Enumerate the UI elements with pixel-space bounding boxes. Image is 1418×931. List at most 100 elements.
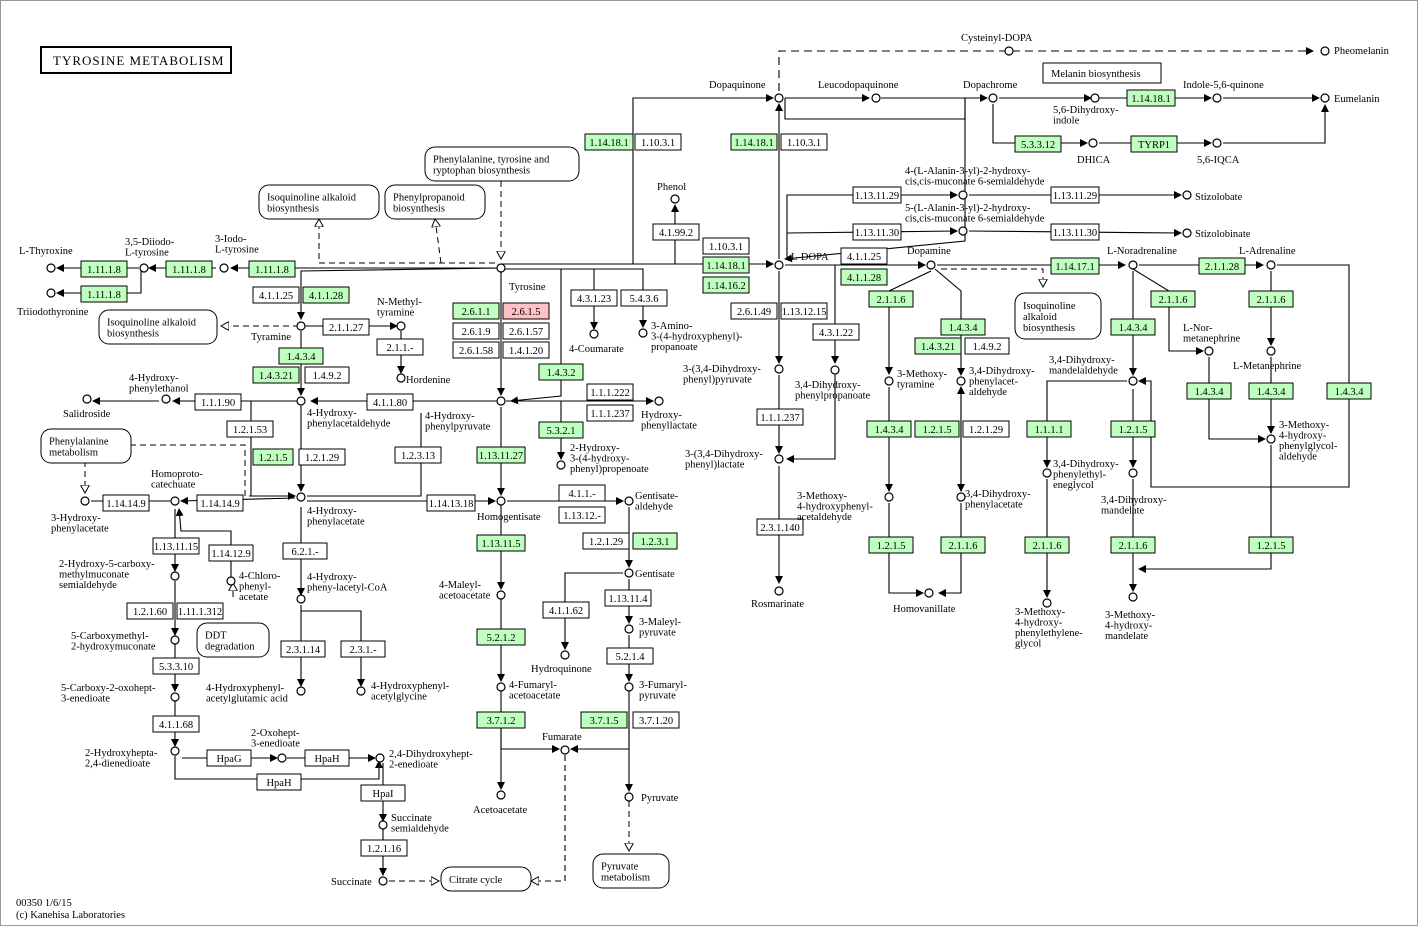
enzyme-box-e44[interactable]: HpaH xyxy=(304,749,350,767)
compound-node-succinate[interactable] xyxy=(378,876,388,886)
enzyme-box-e76[interactable]: 1.13.12.15 xyxy=(780,302,828,320)
compound-node-methoxytyramine[interactable] xyxy=(884,376,894,386)
compound-node-dhpp[interactable] xyxy=(774,364,784,374)
enzyme-box-e75[interactable]: 2.6.1.49 xyxy=(730,302,778,320)
compound-node-succ_semi[interactable] xyxy=(378,820,388,830)
enzyme-box-e17[interactable]: 1.2.3.13 xyxy=(394,446,442,464)
compound-node-dhpeg[interactable] xyxy=(1042,468,1052,478)
enzyme-box-e19[interactable]: 2.6.1.5 xyxy=(502,302,550,320)
compound-node-nmethyltyramine[interactable] xyxy=(396,321,406,331)
enzyme-box-e85[interactable]: 1.4.9.2 xyxy=(964,337,1010,355)
enzyme-box-e18[interactable]: 2.6.1.1 xyxy=(452,302,500,320)
compound-node-hp_acetylglycine[interactable] xyxy=(356,686,366,696)
enzyme-box-e95[interactable]: 1.4.3.4 xyxy=(1110,318,1156,336)
enzyme-box-e25[interactable]: 5.4.3.6 xyxy=(620,289,668,307)
enzyme-box-e61[interactable]: 1.10.3.1 xyxy=(634,133,682,151)
compound-node-dhmandelald[interactable] xyxy=(1128,376,1138,386)
compound-node-normetanephrine[interactable] xyxy=(1204,346,1214,356)
compound-node-mhpga[interactable] xyxy=(1266,434,1276,444)
enzyme-box-e51[interactable]: 1.2.1.29 xyxy=(582,532,630,550)
enzyme-box-e1[interactable]: 1.11.1.8 xyxy=(80,260,128,278)
compound-node-amino_hpp[interactable] xyxy=(638,328,648,338)
compound-node-pyruvate[interactable] xyxy=(624,792,634,802)
compound-node-coumarate[interactable] xyxy=(589,329,599,339)
compound-node-maleylacetoacetate[interactable] xyxy=(496,590,506,600)
enzyme-box-e100[interactable]: 1.2.1.5 xyxy=(1110,420,1156,438)
enzyme-box-e15[interactable]: 1.2.1.5 xyxy=(252,448,294,466)
enzyme-box-e58[interactable]: 3.7.1.5 xyxy=(580,711,628,729)
compound-node-hplactate[interactable] xyxy=(654,396,664,406)
compound-node-hydroquinone[interactable] xyxy=(560,650,570,660)
enzyme-box-e91[interactable]: 1.14.17.1 xyxy=(1050,257,1100,275)
enzyme-box-e38[interactable]: 1.14.12.9 xyxy=(208,544,254,562)
compound-node-salidroside[interactable] xyxy=(82,394,92,404)
compound-node-hcmsa[interactable] xyxy=(170,571,180,581)
compound-node-iqca[interactable] xyxy=(1212,138,1222,148)
compound-node-iodo[interactable] xyxy=(219,263,229,273)
enzyme-box-e81[interactable]: 4.1.1.28 xyxy=(840,268,888,286)
enzyme-box-e47[interactable]: 1.2.1.16 xyxy=(360,839,408,857)
compound-node-hhpp[interactable] xyxy=(556,460,566,470)
enzyme-box-e84[interactable]: 1.4.3.21 xyxy=(914,337,962,355)
compound-node-fumarate[interactable] xyxy=(560,745,570,755)
compound-node-stizolobate[interactable] xyxy=(1182,190,1192,200)
compound-node-leucodopaquinone[interactable] xyxy=(871,93,881,103)
enzyme-box-e36[interactable]: 2.3.1.- xyxy=(340,640,386,658)
compound-node-coxohept[interactable] xyxy=(170,692,180,702)
enzyme-box-e46[interactable]: HpaI xyxy=(360,784,406,802)
compound-node-dopamine[interactable] xyxy=(926,260,936,270)
compound-node-mhpeg[interactable] xyxy=(1042,598,1052,608)
compound-node-hppyruvate[interactable] xyxy=(496,396,506,406)
enzyme-box-e3[interactable]: 1.11.1.8 xyxy=(248,260,296,278)
enzyme-box-e49[interactable]: 4.1.1.- xyxy=(558,484,606,502)
enzyme-box-e89[interactable]: 1.2.1.5 xyxy=(868,536,914,554)
enzyme-box-e78[interactable]: 1.1.1.237 xyxy=(756,408,804,426)
compound-node-stizolobinate[interactable] xyxy=(1182,228,1192,238)
enzyme-box-e14[interactable]: 1.2.1.53 xyxy=(226,420,274,438)
enzyme-box-e93[interactable]: 2.1.1.6 xyxy=(1150,290,1196,308)
map-link-melanin[interactable]: Melanin biosynthesis xyxy=(1042,62,1162,84)
compound-node-oxohept[interactable] xyxy=(277,753,287,763)
enzyme-box-e64[interactable]: 1.14.18.1 xyxy=(702,256,750,274)
compound-node-cysteinyldopa[interactable] xyxy=(1004,46,1014,56)
compound-node-hpa_coa[interactable] xyxy=(296,594,306,604)
compound-node-metanephrine[interactable] xyxy=(1266,346,1276,356)
enzyme-box-e55[interactable]: 5.2.1.2 xyxy=(476,628,526,646)
enzyme-box-e28[interactable]: 1.1.1.237 xyxy=(586,404,634,422)
compound-node-adrenaline[interactable] xyxy=(1266,260,1276,270)
enzyme-box-e34[interactable]: 6.2.1.- xyxy=(282,542,328,560)
enzyme-box-e77[interactable]: 4.3.1.22 xyxy=(812,323,860,341)
enzyme-box-e32[interactable]: 1.14.14.9 xyxy=(196,494,244,512)
enzyme-box-e23[interactable]: 1.4.1.20 xyxy=(502,341,550,359)
enzyme-box-e2[interactable]: 1.11.1.8 xyxy=(165,260,213,278)
enzyme-box-e31[interactable]: 1.14.14.9 xyxy=(102,494,150,512)
enzyme-box-e21[interactable]: 2.6.1.57 xyxy=(502,322,550,340)
compound-node-dhppa[interactable] xyxy=(830,365,840,375)
enzyme-box-e99[interactable]: 1.1.1.1 xyxy=(1026,420,1072,438)
compound-node-dhhed[interactable] xyxy=(375,753,385,763)
enzyme-box-e79[interactable]: 2.3.1.140 xyxy=(756,518,804,536)
compound-node-gentisate[interactable] xyxy=(624,568,634,578)
enzyme-box-e59[interactable]: 3.7.1.20 xyxy=(632,711,680,729)
compound-node-vma[interactable] xyxy=(1128,592,1138,602)
enzyme-box-e90[interactable]: 2.1.1.6 xyxy=(940,536,986,554)
compound-node-triiodo[interactable] xyxy=(46,288,56,298)
enzyme-box-e16[interactable]: 1.2.1.29 xyxy=(298,448,346,466)
enzyme-box-e41[interactable]: 5.3.3.10 xyxy=(152,657,200,675)
enzyme-box-e5[interactable]: 4.1.1.25 xyxy=(252,286,300,304)
enzyme-box-e9[interactable]: 1.4.3.4 xyxy=(278,347,324,365)
compound-node-hphenylacetate3[interactable] xyxy=(80,496,90,506)
enzyme-box-e71[interactable]: 1.13.11.29 xyxy=(852,186,902,204)
compound-node-cmhm[interactable] xyxy=(170,635,180,645)
enzyme-box-e92[interactable]: 2.1.1.28 xyxy=(1198,257,1246,275)
enzyme-box-e86[interactable]: 1.4.3.4 xyxy=(866,420,912,438)
compound-node-diiodo[interactable] xyxy=(139,263,149,273)
enzyme-box-e70[interactable]: TYRP1 xyxy=(1130,135,1178,153)
enzyme-box-e62[interactable]: 4.1.99.2 xyxy=(652,223,700,241)
enzyme-box-e7[interactable]: 2.1.1.27 xyxy=(322,318,370,336)
